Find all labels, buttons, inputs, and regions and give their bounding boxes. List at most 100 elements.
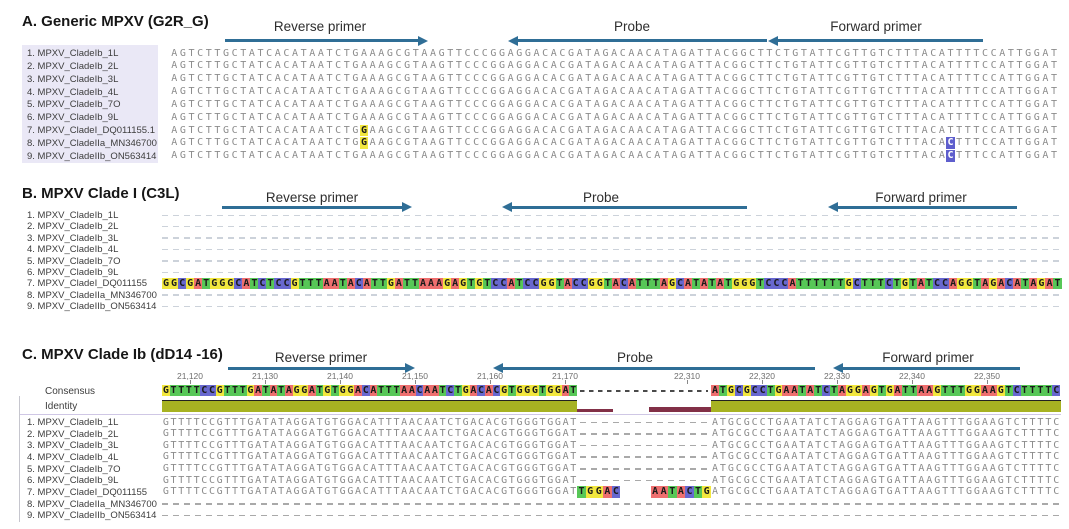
base: T: [1037, 451, 1044, 463]
base: T: [826, 124, 833, 136]
base: G: [585, 486, 595, 498]
primer-arrow-line: [777, 39, 983, 43]
base: G: [516, 474, 523, 486]
base: T: [577, 486, 586, 498]
base: A: [317, 124, 324, 136]
base: A: [926, 428, 933, 440]
row-name: 5. MPXV_CladeIb_7O: [27, 463, 121, 475]
base: G: [775, 486, 782, 498]
base: A: [361, 47, 368, 59]
base: T: [799, 439, 806, 451]
base: G: [490, 124, 497, 136]
ruler-tick: [912, 380, 913, 384]
base: G: [846, 416, 853, 428]
base: T: [913, 86, 920, 98]
base: G: [680, 98, 687, 110]
base: T: [385, 474, 392, 486]
primer-arrow-head: [493, 363, 503, 374]
row-name: 7. MPXV_CladeI_DQ011155: [27, 278, 148, 290]
base: C: [723, 98, 730, 110]
base: T: [947, 73, 954, 85]
base: C: [361, 384, 370, 396]
base: G: [352, 111, 359, 123]
base: A: [576, 150, 583, 162]
base: G: [869, 73, 876, 85]
base: A: [862, 439, 869, 451]
base: T: [257, 60, 264, 72]
base: C: [473, 98, 480, 110]
base: G: [524, 416, 531, 428]
base: A: [783, 416, 790, 428]
base: A: [309, 86, 316, 98]
base: C: [619, 73, 626, 85]
base: T: [298, 277, 307, 290]
base: A: [562, 463, 569, 475]
base: T: [603, 277, 612, 290]
ruler-tick: [415, 380, 416, 384]
base: A: [809, 150, 816, 162]
base: C: [283, 111, 290, 123]
base: A: [424, 428, 431, 440]
row-name: 2. MPXV_CladeIb_2L: [27, 221, 119, 233]
ruler-label: 21,120: [177, 371, 203, 381]
base: G: [247, 486, 254, 498]
base: T: [766, 73, 773, 85]
base: T: [326, 47, 333, 59]
base: A: [408, 384, 416, 396]
base: A: [424, 474, 431, 486]
base: T: [257, 98, 264, 110]
base: A: [309, 150, 316, 162]
base: G: [844, 137, 851, 149]
base: C: [735, 416, 742, 428]
base: T: [1029, 439, 1036, 451]
base: A: [989, 416, 996, 428]
base: A: [688, 86, 695, 98]
base: T: [326, 73, 333, 85]
base: T: [783, 86, 790, 98]
base: C: [835, 47, 842, 59]
base: C: [930, 124, 937, 136]
base: T: [570, 474, 577, 486]
base: A: [171, 124, 178, 136]
base: A: [401, 486, 408, 498]
base: T: [205, 47, 212, 59]
base: G: [1033, 98, 1040, 110]
base: A: [274, 137, 281, 149]
base: G: [602, 150, 609, 162]
base: A: [408, 451, 415, 463]
base: T: [958, 474, 965, 486]
base: T: [240, 124, 247, 136]
base: C: [231, 86, 238, 98]
base: C: [478, 439, 485, 451]
base: C: [887, 98, 894, 110]
base: T: [831, 463, 838, 475]
base: T: [326, 111, 333, 123]
base: G: [293, 451, 300, 463]
base: T: [306, 277, 315, 290]
base: T: [957, 384, 965, 396]
base: G: [900, 277, 909, 290]
base: T: [757, 111, 764, 123]
base: T: [239, 416, 246, 428]
base: A: [593, 137, 600, 149]
panel-title-c: C. MPXV Clade Ib (dD14 -16): [22, 346, 223, 363]
base: A: [628, 111, 635, 123]
base: A: [369, 60, 376, 72]
base: C: [481, 137, 488, 149]
base: G: [965, 384, 973, 396]
base: T: [868, 277, 877, 290]
base: A: [921, 73, 928, 85]
row-name: 5. MPXV_CladeIb_7O: [27, 255, 121, 267]
base: T: [956, 47, 963, 59]
base: T: [232, 474, 239, 486]
base: A: [806, 384, 815, 396]
base: T: [1007, 47, 1014, 59]
ruler-label: 22,320: [749, 371, 775, 381]
base: T: [278, 474, 285, 486]
base: A: [593, 111, 600, 123]
base: T: [895, 98, 902, 110]
base: T: [240, 150, 247, 162]
base: G: [775, 416, 782, 428]
